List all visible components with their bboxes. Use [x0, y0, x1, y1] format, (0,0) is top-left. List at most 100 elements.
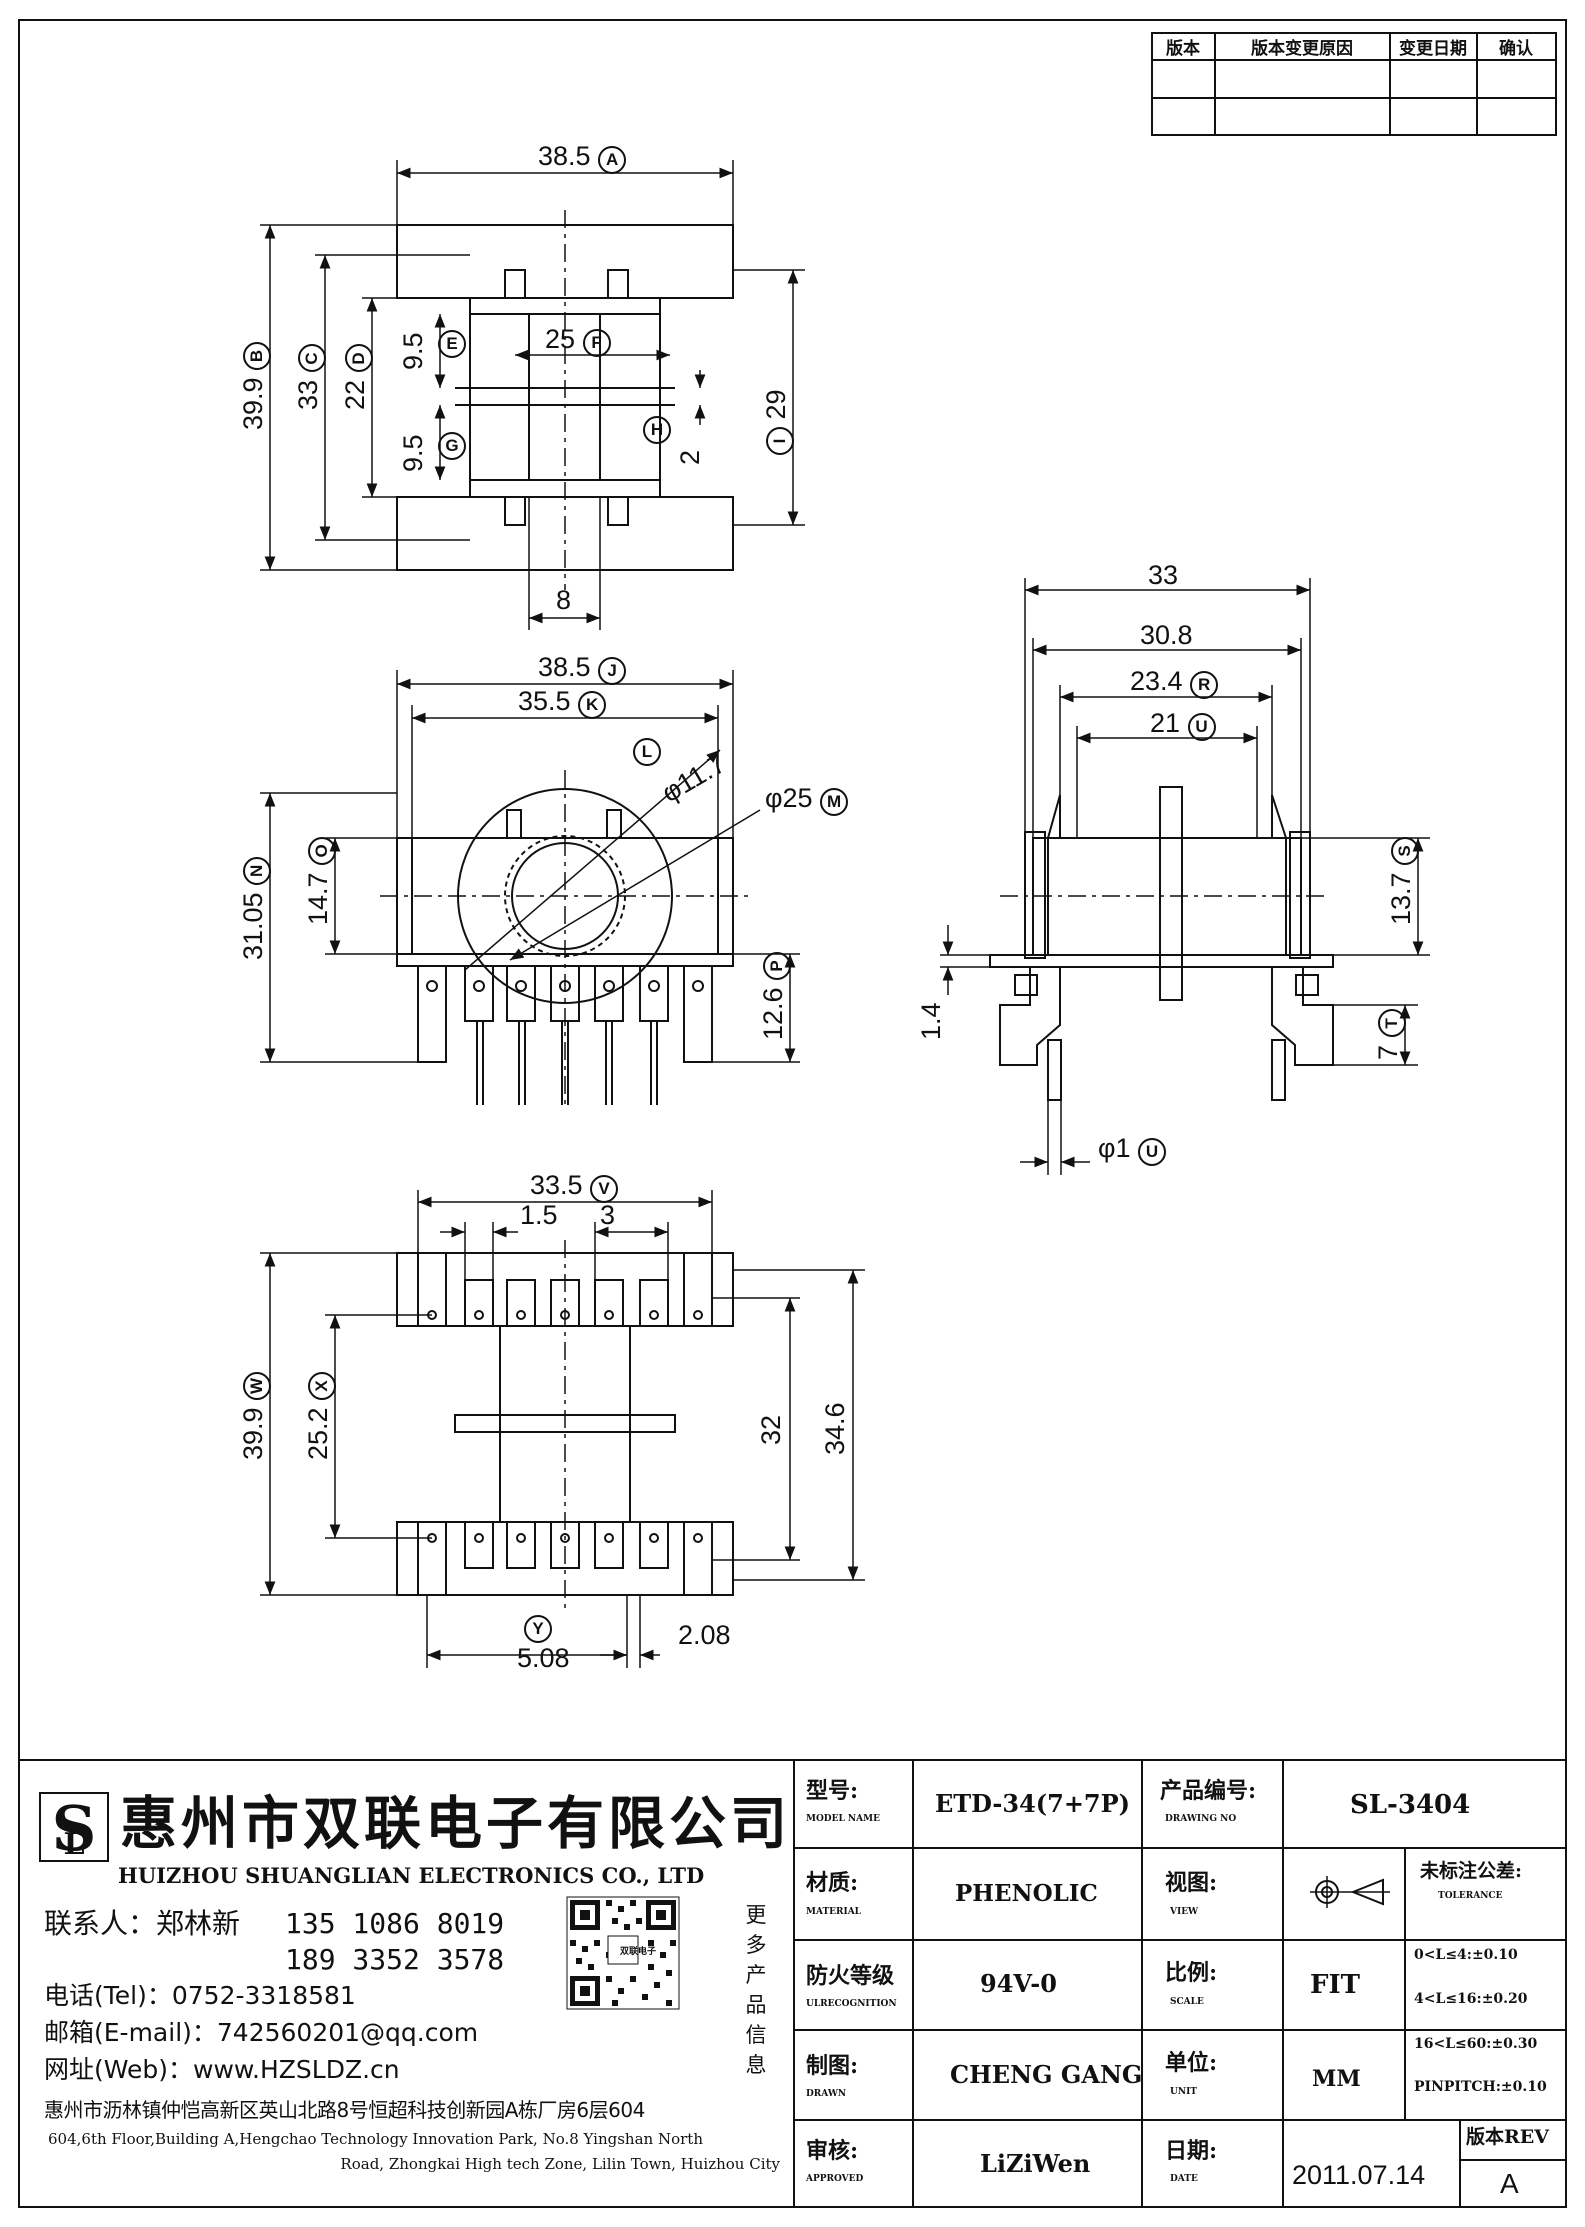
approved-sub: APPROVED: [806, 2174, 864, 2184]
projection-symbol-icon: [1310, 1876, 1390, 1908]
tolerance-4: PINPITCH:±0.10: [1414, 2079, 1547, 2095]
date-sub: DATE: [1170, 2174, 1198, 2184]
model-label: 型号:: [806, 1778, 859, 1804]
tolerance-1: 0<L≤4:±0.10: [1414, 1947, 1518, 1963]
dim-overall-height: 39.9 B: [238, 341, 271, 430]
approved-value: LiZiWen: [980, 2149, 1091, 2178]
contact-tel: 电话(Tel)：0752-3318581: [44, 1981, 356, 2010]
more-info-vertical: 更多产 品信息: [745, 1903, 767, 2077]
material-label: 材质:: [806, 1870, 859, 1896]
front-view: [380, 770, 750, 1110]
dim-side-inner: 30.8: [1140, 620, 1193, 650]
title-block-frame: [19, 1759, 1566, 2207]
dim-inner-height: 33 C: [293, 344, 326, 410]
dim-flange: 2: [675, 449, 705, 465]
side-view-dimensions: [940, 578, 1430, 1175]
dim-center-width: 8: [556, 585, 572, 615]
model-sub: MODEL NAME: [806, 1814, 880, 1824]
qr-label: 双联电子: [620, 1947, 657, 1957]
dim-pin-length: 12.6 P: [758, 951, 791, 1040]
contact-person: 联系人：郑林新: [44, 1907, 241, 1940]
dim-outer-dia: φ25 M: [765, 785, 849, 816]
drawn-sub: DRAWN: [806, 2089, 847, 2099]
dim-top-width: 38.5 A: [538, 143, 627, 174]
dim-bottom-spacing-a: 1.5: [520, 1200, 558, 1230]
dim-side-flange: 23.4 R: [1130, 668, 1219, 699]
contact-web[interactable]: 网址(Web)：www.HZSLDZ.cn: [44, 2055, 400, 2084]
ref-l: L: [633, 738, 661, 766]
dim-bottom-inner: 25.2 X: [303, 1371, 336, 1460]
dim-upper-gap: 9.5: [398, 332, 428, 370]
revision-table: [1151, 32, 1557, 136]
ref-h: H: [643, 416, 671, 444]
dim-pitch-offset: 2.08: [678, 1620, 731, 1650]
scale-label: 比例:: [1165, 1960, 1218, 1986]
dim-front-width: 38.5 J: [538, 654, 627, 685]
code-label: 产品编号:: [1160, 1778, 1257, 1804]
bottom-view-dimensions: [260, 1190, 865, 1668]
dim-bottom-width: 33.5 V: [530, 1172, 619, 1203]
company-name-en: HUIZHOU SHUANGLIAN ELECTRONICS CO., LTD: [118, 1863, 705, 1888]
tolerance-label: 未标注公差:: [1420, 1860, 1523, 1882]
svg-text:S: S: [52, 1792, 97, 1865]
model-value: ETD-34(7+7P): [935, 1789, 1131, 1818]
contact-email[interactable]: 邮箱(E-mail)：742560201@qq.com: [44, 2018, 479, 2047]
company-logo: S L: [39, 1792, 109, 1865]
unit-value: MM: [1312, 2066, 1361, 2092]
dim-base-thickness: 1.4: [916, 1002, 946, 1040]
side-view: [989, 786, 1334, 1101]
code-sub: DRAWING NO: [1165, 1814, 1237, 1824]
rev-col-reason: 版本变更原因: [1251, 38, 1353, 59]
contact-phone-1: 135 1086 8019: [285, 1907, 505, 1940]
flame-sub: ULRECOGNITION: [806, 1999, 897, 2009]
dim-pitch: 5.08: [517, 1643, 570, 1673]
dim-bottom-34: 34.6: [820, 1402, 850, 1455]
dim-bottom-32: 32: [756, 1414, 786, 1445]
address-en-2: Road, Zhongkai High tech Zone, Lilin Tow…: [340, 2155, 780, 2173]
drawn-label: 制图:: [806, 2053, 859, 2079]
top-view-dimensions: [260, 160, 805, 630]
dim-center-height: 14.7 O: [303, 836, 336, 925]
rev-col-date: 变更日期: [1399, 38, 1467, 59]
ref-g: G: [438, 432, 466, 460]
dim-front-height: 31.05 N: [238, 856, 271, 960]
bottom-view: [396, 1240, 734, 1610]
scale-sub: SCALE: [1170, 1997, 1204, 2007]
unit-sub: UNIT: [1170, 2087, 1197, 2097]
rev-col-version: 版本: [1166, 38, 1200, 59]
view-sub: VIEW: [1170, 1907, 1199, 1917]
dim-pin-dia: φ1 U: [1098, 1135, 1167, 1166]
dim-side-width: 33: [1148, 560, 1179, 590]
svg-text:L: L: [63, 1827, 84, 1862]
rev-value: A: [1500, 2168, 1519, 2199]
view-label: 视图:: [1165, 1870, 1218, 1896]
page-border: [18, 19, 1567, 2208]
approved-label: 审核:: [806, 2138, 859, 2164]
ref-e: E: [438, 330, 466, 358]
contact-phone-2: 189 3352 3578: [285, 1943, 505, 1976]
rev-label: 版本REV: [1466, 2126, 1550, 2148]
front-pins: [417, 965, 713, 1105]
dim-bottom-height: 39.9 W: [238, 1371, 271, 1460]
address-cn: 惠州市沥林镇仲恺高新区英山北路8号恒超科技创新园A栋厂房6层604: [44, 2098, 645, 2122]
material-sub: MATERIAL: [806, 1907, 862, 1917]
date-value: 2011.07.14: [1292, 2160, 1426, 2190]
scale-value: FIT: [1310, 1970, 1360, 2000]
rev-col-confirm: 确认: [1499, 38, 1534, 59]
tolerance-2: 4<L≤16:±0.20: [1414, 1991, 1528, 2007]
drawn-value: CHENG GANG: [950, 2060, 1143, 2089]
code-value: SL-3404: [1350, 1790, 1471, 1820]
dim-side-core: 21 U: [1150, 710, 1216, 741]
flame-value: 94V-0: [980, 1969, 1057, 1998]
dim-foot-height: 7 T: [1373, 1009, 1406, 1060]
company-name-cn: 惠州市双联电子有限公司: [120, 1790, 791, 1857]
tolerance-sub: TOLERANCE: [1438, 1891, 1503, 1901]
material-value: PHENOLIC: [955, 1880, 1098, 1907]
dim-right-height: I 29: [761, 389, 794, 455]
tolerance-3: 16<L≤60:±0.30: [1414, 2036, 1538, 2052]
dim-bottom-spacing-b: 3: [600, 1200, 616, 1230]
ref-y: Y: [524, 1615, 552, 1643]
qr-code: [566, 1896, 680, 2010]
dim-pin-spacing: 25 F: [545, 326, 611, 357]
